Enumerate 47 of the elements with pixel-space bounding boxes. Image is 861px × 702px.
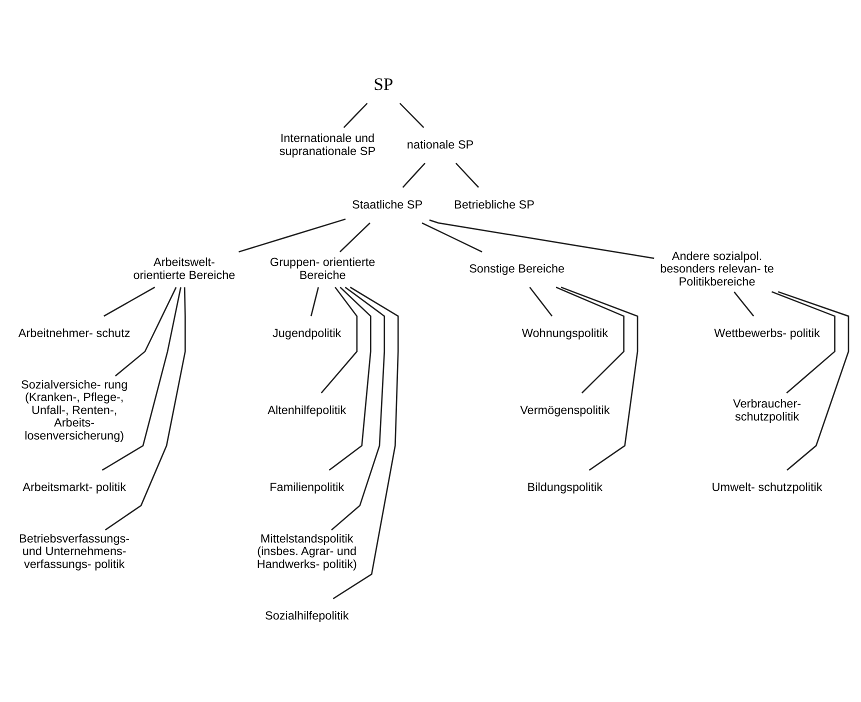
connector [529, 286, 553, 317]
node-text: Sozialversiche- rung (Kranken-, Pflege-, Unfall-, Renten-, Arbeits- losenversicherung) [21, 378, 128, 442]
connector [455, 162, 480, 188]
connector [402, 162, 426, 188]
connector [343, 102, 368, 128]
node-text: Betriebliche SP [454, 198, 535, 212]
connector [331, 286, 386, 530]
connector [104, 287, 186, 531]
connector [320, 286, 358, 394]
connector [556, 286, 624, 394]
node-text: Altenhilfepolitik [268, 404, 346, 417]
connector [772, 291, 836, 394]
node-text: Andere sozialpol. besonders relevan- te Politikbereiche [660, 250, 774, 288]
node-text: Vermögenspolitik [520, 404, 610, 417]
connector [734, 292, 754, 317]
connector [560, 286, 638, 471]
node-text: Arbeitsmarkt- politik [22, 480, 126, 494]
node-text: Arbeitswelt- orientierte Bereiche [133, 256, 236, 282]
node-text: SP [374, 74, 394, 94]
node-text: Betriebsverfassungs- und Unternehmens- verfassungs- politik [19, 532, 130, 571]
node-text: Familienpolitik [270, 480, 344, 494]
connector [310, 287, 320, 316]
connector [238, 218, 346, 252]
node-text: Verbraucher- schutzpolitik [733, 398, 802, 424]
node-text: Arbeitnehmer- schutz [18, 326, 130, 340]
node-text: Mittelstandspolitik (insbes. Agrar- und Handwerks- politik) [256, 532, 357, 571]
connector [778, 291, 850, 471]
node-text: nationale SP [406, 138, 474, 152]
connector [429, 219, 654, 259]
node-text: Bildungspolitik [527, 480, 603, 494]
connector [399, 102, 424, 128]
node-text: Wohnungspolitik [522, 326, 608, 340]
node-text: Wettbewerbs- politik [714, 326, 820, 340]
node-text: Sozialhilfepolitik [265, 609, 349, 622]
node-text: Internationale und supranationale SP [279, 132, 376, 158]
node-text: Staatliche SP [352, 198, 423, 212]
connector [340, 222, 370, 252]
connector [332, 286, 399, 600]
connector [102, 287, 182, 471]
node-text: Gruppen- orientierte Bereiche [270, 256, 376, 282]
connector [422, 222, 482, 252]
connector [114, 287, 177, 376]
connector [104, 286, 156, 317]
node-text: Sonstige Bereiche [469, 262, 565, 276]
node-text: Umwelt- schutzpolitik [712, 480, 822, 494]
node-text: Jugendpolitik [272, 326, 342, 340]
connector [328, 286, 372, 471]
